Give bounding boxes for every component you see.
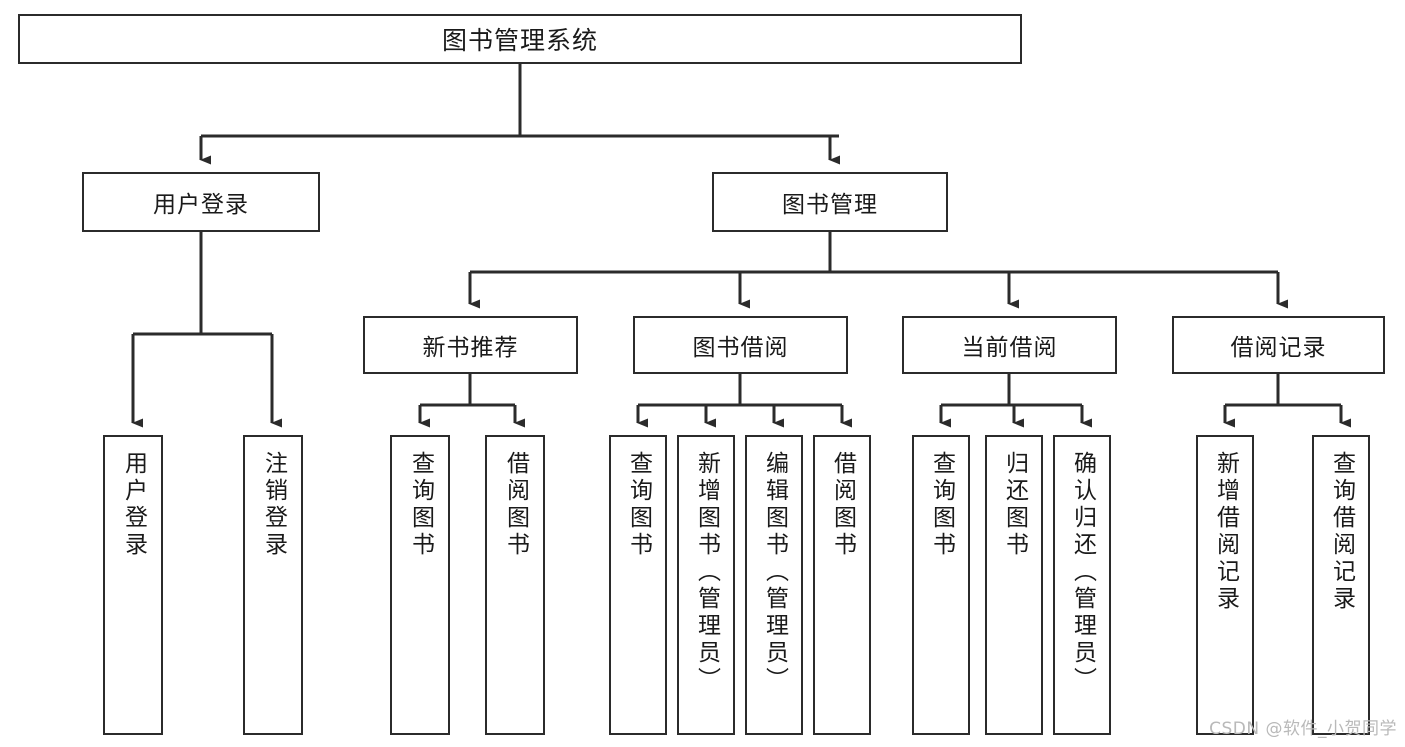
leaf-borrow-book-2-label: 借阅图书 xyxy=(829,451,856,559)
leaf-edit-book-label: 编辑图书（管理员） xyxy=(761,451,788,694)
node-user-login[interactable]: 用户登录 xyxy=(82,172,320,232)
leaf-borrow-book-2[interactable]: 借阅图书 xyxy=(813,435,871,735)
node-book-manage[interactable]: 图书管理 xyxy=(712,172,948,232)
leaf-query-book-1[interactable]: 查询图书 xyxy=(390,435,450,735)
leaf-query-record-label: 查询借阅记录 xyxy=(1328,451,1355,613)
node-new-book-recommend-label: 新书推荐 xyxy=(422,335,519,361)
leaf-add-book-label: 新增图书（管理员） xyxy=(693,451,720,694)
leaf-borrow-book-1-label: 借阅图书 xyxy=(502,451,529,559)
leaf-query-book-3[interactable]: 查询图书 xyxy=(912,435,970,735)
leaf-return-book[interactable]: 归还图书 xyxy=(985,435,1043,735)
node-book-borrow[interactable]: 图书借阅 xyxy=(633,316,848,374)
leaf-edit-book[interactable]: 编辑图书（管理员） xyxy=(745,435,803,735)
watermark: CSDN @软件_小贺同学 xyxy=(1209,719,1397,739)
leaf-query-book-2[interactable]: 查询图书 xyxy=(609,435,667,735)
leaf-query-book-2-label: 查询图书 xyxy=(625,451,652,559)
leaf-borrow-book-1[interactable]: 借阅图书 xyxy=(485,435,545,735)
leaf-logout[interactable]: 注销登录 xyxy=(243,435,303,735)
leaf-query-book-3-label: 查询图书 xyxy=(928,451,955,559)
leaf-query-book-1-label: 查询图书 xyxy=(407,451,434,559)
node-current-borrow-label: 当前借阅 xyxy=(961,335,1058,361)
leaf-add-book[interactable]: 新增图书（管理员） xyxy=(677,435,735,735)
leaf-user-login[interactable]: 用户登录 xyxy=(103,435,163,735)
node-user-login-label: 用户登录 xyxy=(153,192,249,218)
node-borrow-record[interactable]: 借阅记录 xyxy=(1172,316,1385,374)
node-root[interactable]: 图书管理系统 xyxy=(18,14,1022,64)
leaf-logout-label: 注销登录 xyxy=(260,451,287,559)
leaf-query-record[interactable]: 查询借阅记录 xyxy=(1312,435,1370,735)
node-new-book-recommend[interactable]: 新书推荐 xyxy=(363,316,578,374)
leaf-add-record-label: 新增借阅记录 xyxy=(1212,451,1239,613)
node-root-label: 图书管理系统 xyxy=(441,26,598,55)
node-book-manage-label: 图书管理 xyxy=(782,192,878,218)
node-current-borrow[interactable]: 当前借阅 xyxy=(902,316,1117,374)
leaf-user-login-label: 用户登录 xyxy=(120,451,147,559)
leaf-add-record[interactable]: 新增借阅记录 xyxy=(1196,435,1254,735)
node-borrow-record-label: 借阅记录 xyxy=(1230,335,1327,361)
leaf-return-book-label: 归还图书 xyxy=(1001,451,1028,559)
leaf-confirm-return[interactable]: 确认归还（管理员） xyxy=(1053,435,1111,735)
leaf-confirm-return-label: 确认归还（管理员） xyxy=(1069,451,1096,694)
node-book-borrow-label: 图书借阅 xyxy=(692,335,789,361)
